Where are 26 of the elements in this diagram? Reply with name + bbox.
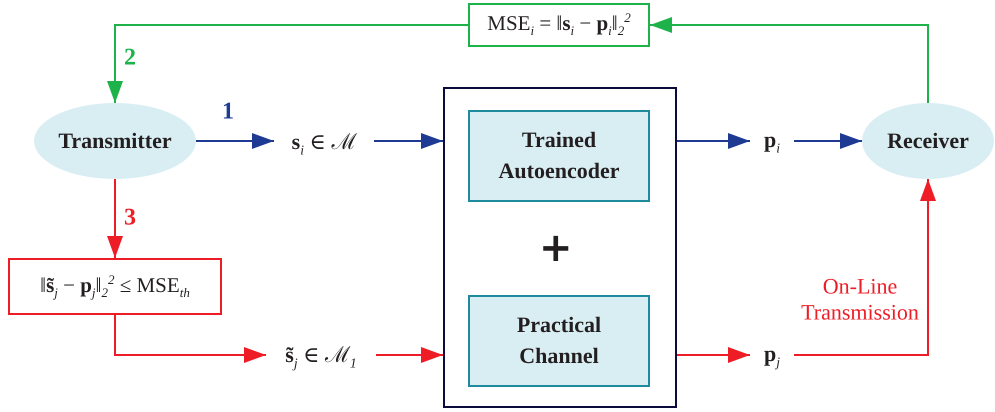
ellipse-node: Receiver <box>862 103 994 179</box>
math-expression: s̃$_{j}$ ∈ ℳ$_{1}$ <box>266 338 376 372</box>
arrow <box>650 17 929 103</box>
arrow <box>376 347 443 363</box>
step-number: 3 <box>124 204 136 232</box>
arrow <box>374 133 443 149</box>
math-expression: s$_{i}$ ∈ ℳ <box>274 126 374 158</box>
arrow <box>794 133 862 149</box>
edge-label: On-Line Transmission <box>800 274 920 326</box>
system-frame <box>443 87 677 408</box>
math-expression: p$_{i}$ <box>750 126 794 158</box>
arrow <box>794 179 936 356</box>
arrow <box>196 133 274 149</box>
formula-box: ‖s̃$_{j}$ − p$_{j}$‖$_{2}$$^{2}$ ≤ MSE$_{th}$ <box>8 258 222 315</box>
ellipse-node: Transmitter <box>34 103 196 179</box>
process-box: Trained Autoencoder <box>468 110 650 202</box>
arrow <box>107 24 468 103</box>
math-expression: p$_{j}$ <box>750 340 794 372</box>
arrow <box>677 347 750 363</box>
plus-sign: + <box>539 228 573 268</box>
step-number: 1 <box>222 98 234 126</box>
step-number: 2 <box>124 44 136 72</box>
arrow <box>107 179 123 258</box>
arrow <box>677 133 750 149</box>
arrow <box>114 315 266 363</box>
process-box: Practical Channel <box>468 295 650 387</box>
